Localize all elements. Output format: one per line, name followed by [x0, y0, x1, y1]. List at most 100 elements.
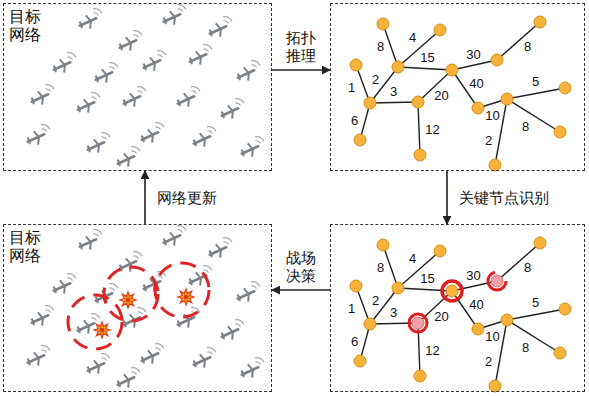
key-node-ring [409, 314, 427, 332]
signal-arcs [234, 97, 244, 107]
signal-arcs [136, 85, 146, 95]
signal-arcs [206, 125, 216, 135]
step-label: 关键节点识别 [459, 189, 549, 207]
graph-node [392, 282, 404, 294]
wings [240, 363, 255, 380]
signal-arcs [254, 356, 264, 366]
wings [86, 138, 101, 155]
flow-arrow [272, 69, 330, 71]
graph-node [534, 237, 546, 249]
strike-ring [104, 267, 158, 321]
aircraft-icon [114, 145, 143, 170]
wings [236, 66, 251, 83]
panel-title: 目标网络 [9, 8, 43, 45]
edge-weight: 2 [371, 73, 380, 86]
edge-weight: 8 [521, 120, 530, 133]
edge-weight: 30 [465, 269, 481, 282]
graph-link [370, 323, 418, 324]
edge-weight: 20 [433, 89, 449, 102]
aircraft-icon [218, 97, 247, 122]
graph-node [559, 303, 571, 315]
aircraft-icon [114, 366, 143, 391]
graph-node [377, 18, 389, 30]
aircraft-icon [50, 51, 79, 76]
edge-weight: 1 [347, 302, 356, 315]
signal-arcs [234, 318, 244, 328]
signal-arcs [66, 51, 76, 61]
wings [140, 349, 155, 366]
wings [188, 271, 203, 288]
graph-node [414, 149, 426, 161]
wings [220, 104, 235, 121]
wings [86, 359, 101, 376]
wings [176, 92, 191, 109]
wings [52, 58, 67, 75]
wings [240, 142, 255, 159]
aircraft-icon [76, 228, 105, 253]
wings [220, 325, 235, 342]
aircraft-icon [92, 61, 121, 86]
signal-arcs [44, 83, 54, 93]
aircraft-icon [76, 7, 105, 32]
graph-link [507, 309, 565, 320]
edge-weight: 5 [531, 296, 540, 309]
signal-arcs [156, 49, 166, 59]
wings [192, 132, 207, 149]
signal-arcs [100, 131, 110, 141]
aircraft-icon [28, 304, 57, 329]
edge-weight: 6 [350, 114, 359, 127]
graph-link [383, 24, 398, 67]
signal-arcs [176, 224, 186, 234]
aircraft-icon [24, 344, 53, 369]
key-node-graph [350, 237, 571, 392]
flow-arrow [272, 289, 330, 291]
signal-arcs [66, 272, 76, 282]
wings [118, 36, 133, 53]
wings [26, 130, 41, 147]
signal-arcs [250, 59, 260, 69]
aircraft-icon [186, 264, 215, 289]
aircraft-icon [138, 121, 167, 146]
signal-arcs [250, 280, 260, 290]
graph-link [418, 70, 452, 102]
graph-link [370, 67, 398, 103]
signal-arcs [108, 61, 118, 71]
signal-arcs [130, 145, 140, 155]
edge-weight: 3 [389, 85, 398, 98]
explosion-core [126, 298, 131, 303]
wings [78, 235, 93, 252]
wings [162, 231, 177, 248]
aircraft-icon [116, 29, 145, 54]
signal-arcs [176, 3, 186, 13]
signal-arcs [92, 7, 102, 17]
aircraft-icon [84, 352, 113, 377]
signal-arcs [40, 344, 50, 354]
graph-node [412, 96, 424, 108]
aircraft-icon [84, 131, 113, 156]
explosion-icon [178, 289, 194, 305]
wings [162, 10, 177, 27]
key-node-ring [442, 281, 462, 301]
edge-weight: 4 [408, 31, 417, 44]
aircraft-icon [186, 43, 215, 68]
graph-link [418, 102, 420, 155]
panel-title: 目标网络 [9, 229, 43, 266]
edge-weight: 2 [484, 355, 493, 368]
wings [116, 152, 131, 169]
wings [208, 243, 223, 260]
wings [26, 351, 41, 368]
graph-node [354, 134, 366, 146]
step-label: 拓扑推理 [286, 29, 317, 65]
signal-arcs [90, 312, 100, 322]
edge-weight: 3 [389, 306, 398, 319]
graph-link [497, 22, 540, 60]
graph-node [392, 61, 404, 73]
signal-arcs [222, 236, 232, 246]
wings [122, 92, 137, 109]
edge-weight: 40 [468, 77, 484, 90]
graph-link [507, 88, 565, 99]
graph-node [377, 239, 389, 251]
graph-node [364, 97, 376, 109]
graph-link [398, 30, 440, 67]
edge-weight: 10 [484, 109, 500, 122]
